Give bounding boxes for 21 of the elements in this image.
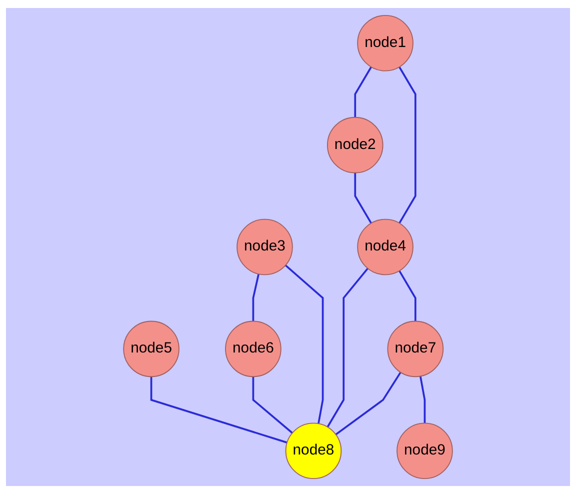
connector — [419, 376, 426, 424]
node-circle — [236, 218, 293, 276]
connector — [284, 264, 324, 424]
connector — [252, 274, 260, 322]
connector — [150, 376, 288, 444]
node-circle — [225, 320, 282, 378]
node-circle — [387, 320, 444, 378]
connector — [354, 172, 372, 224]
node-circle — [326, 116, 384, 174]
node-circle — [357, 218, 414, 276]
node-circle — [285, 422, 342, 480]
connector — [354, 66, 372, 118]
connector — [252, 376, 293, 434]
connector — [398, 66, 416, 224]
connector — [326, 268, 368, 428]
node-circle — [357, 14, 414, 72]
connector — [335, 372, 402, 436]
node-circle — [396, 422, 453, 480]
canvas-background: node1 node2 node3 node4 node5 node6 node7 node8 node9 — [6, 8, 570, 486]
node-circle — [123, 320, 180, 378]
connector — [398, 270, 416, 322]
